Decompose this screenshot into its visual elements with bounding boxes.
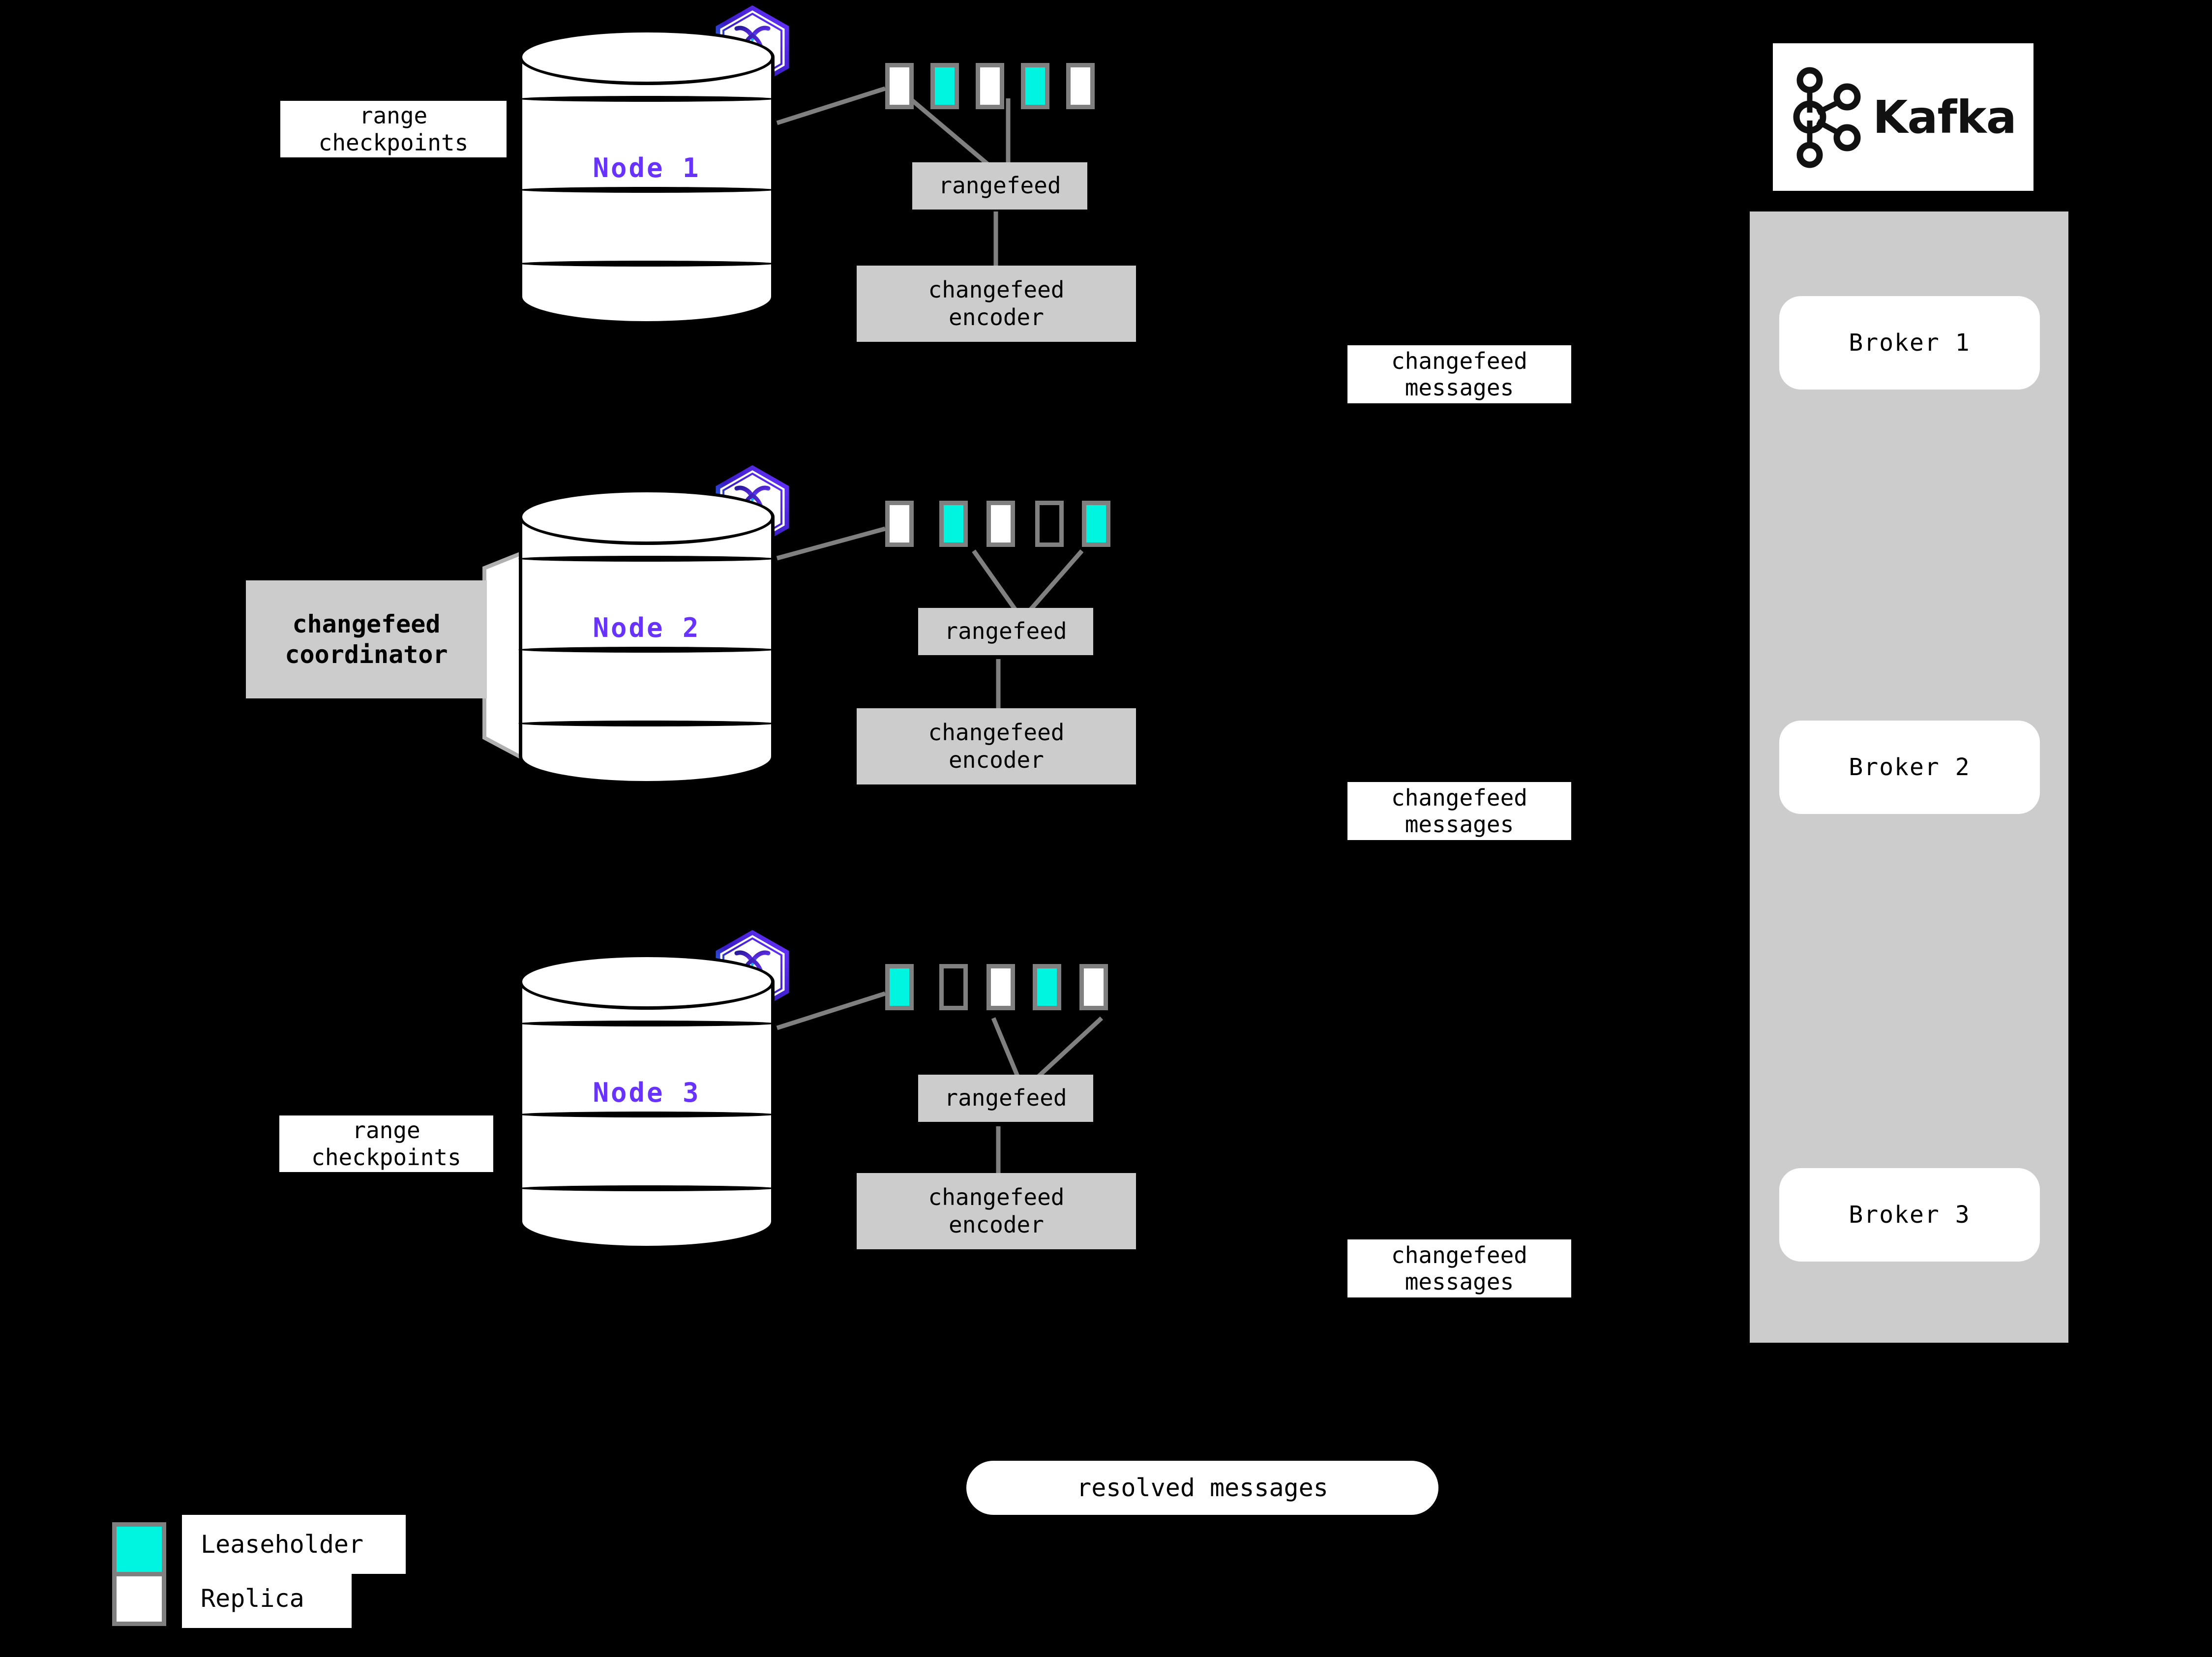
range-box-empty[interactable] — [939, 964, 968, 1010]
range-box-leaseholder[interactable] — [1021, 63, 1049, 109]
node-3-range-checkpoints-label: range checkpoints — [279, 1115, 493, 1172]
kafka-broker-panel: Broker 1 Broker 2 Broker 3 — [1750, 211, 2068, 1343]
node-1-range-checkpoints-label: range checkpoints — [280, 101, 507, 157]
legend-swatch-leaseholder — [112, 1522, 166, 1576]
node-3-changefeed-messages-label: changefeed messages — [1347, 1239, 1571, 1297]
resolved-messages-pill[interactable]: resolved messages — [966, 1461, 1438, 1515]
range-box-replica[interactable] — [976, 63, 1004, 109]
cylinder-top-cap — [519, 954, 775, 1010]
node-3-rangefeed-box[interactable]: rangefeed — [918, 1075, 1093, 1122]
cylinder-band — [518, 556, 775, 562]
cylinder-top-cap — [519, 489, 775, 545]
range-box-leaseholder[interactable] — [1082, 501, 1110, 547]
node-2-changefeed-encoder-box[interactable]: changefeed encoder — [857, 708, 1136, 784]
range-box-leaseholder[interactable] — [939, 501, 968, 547]
range-box-replica[interactable] — [1066, 63, 1095, 109]
range-box-leaseholder[interactable] — [885, 964, 914, 1010]
legend-label-leaseholder: Leaseholder — [182, 1515, 406, 1574]
range-box-empty[interactable] — [1035, 501, 1064, 547]
node-1-changefeed-encoder-box[interactable]: changefeed encoder — [857, 266, 1136, 342]
range-box-leaseholder[interactable] — [1033, 964, 1061, 1010]
legend-label-replica: Replica — [182, 1569, 352, 1628]
broker-3[interactable]: Broker 3 — [1779, 1168, 2040, 1262]
node-2-label: Node 2 — [593, 612, 701, 643]
coordinator-flag-shape — [482, 550, 523, 761]
range-box-replica[interactable] — [986, 501, 1015, 547]
node-2-rangefeed-box[interactable]: rangefeed — [918, 608, 1093, 655]
legend-swatch-replica — [112, 1572, 166, 1626]
kafka-nodes-icon — [1793, 67, 1861, 168]
range-box-leaseholder[interactable] — [930, 63, 959, 109]
broker-1[interactable]: Broker 1 — [1779, 296, 2040, 390]
kafka-wordmark: Kafka — [1873, 90, 2017, 144]
range-box-replica[interactable] — [885, 501, 914, 547]
node-1-label: Node 1 — [593, 152, 701, 183]
node-3-cylinder: Node 3 — [518, 954, 775, 1249]
node-1-changefeed-messages-label: changefeed messages — [1347, 345, 1571, 403]
cylinder-band — [518, 96, 775, 102]
changefeed-coordinator-box[interactable]: changefeed coordinator — [246, 580, 487, 698]
cylinder-band — [518, 1112, 775, 1117]
kafka-logo: Kafka — [1773, 43, 2033, 191]
broker-2[interactable]: Broker 2 — [1779, 721, 2040, 814]
node-1-rangefeed-box[interactable]: rangefeed — [912, 162, 1087, 210]
node-3-label: Node 3 — [593, 1077, 701, 1108]
node-1-cylinder: Node 1 — [518, 29, 775, 325]
range-box-replica[interactable] — [986, 964, 1015, 1010]
cylinder-band — [518, 647, 775, 653]
cylinder-band — [518, 721, 775, 726]
cylinder-band — [518, 187, 775, 193]
cylinder-top-cap — [519, 29, 775, 85]
range-box-replica[interactable] — [885, 63, 914, 109]
node-2-changefeed-messages-label: changefeed messages — [1347, 782, 1571, 840]
cylinder-band — [518, 1021, 775, 1026]
range-box-replica[interactable] — [1079, 964, 1108, 1010]
cylinder-band — [518, 261, 775, 267]
cylinder-band — [518, 1185, 775, 1191]
node-2-cylinder: Node 2 — [518, 489, 775, 784]
node-3-changefeed-encoder-box[interactable]: changefeed encoder — [857, 1173, 1136, 1249]
